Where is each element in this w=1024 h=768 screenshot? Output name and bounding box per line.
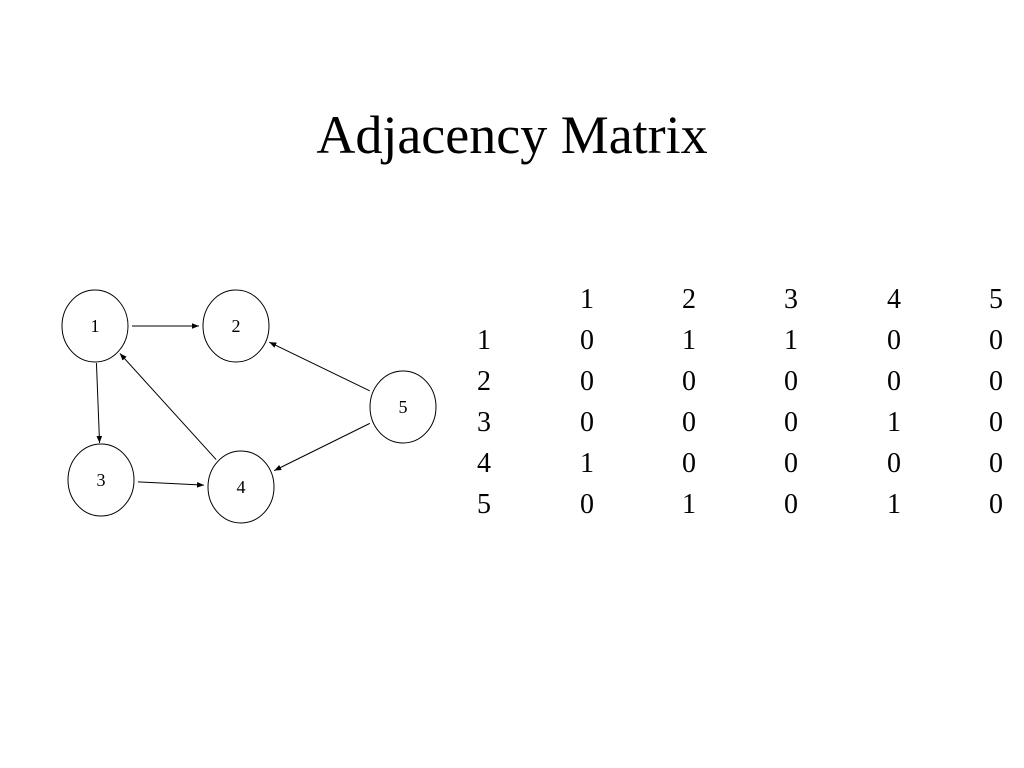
node-label: 2 (232, 316, 241, 336)
node-circle (67, 443, 135, 517)
node-label: 3 (97, 470, 106, 490)
node-label: 4 (237, 477, 246, 497)
slide-title: Adjacency Matrix (316, 105, 708, 165)
edge-4-to-1 (119, 353, 217, 460)
node-label: 1 (91, 316, 100, 336)
edge-5-to-2 (269, 341, 370, 392)
edge-1-to-3 (95, 362, 103, 444)
graph-node-3: 3 (67, 443, 135, 517)
node-circle (207, 450, 275, 524)
node-circle (61, 289, 129, 363)
graph-node-5: 5 (369, 370, 437, 444)
graph-nodes: 1 2 3 4 5 (61, 289, 437, 524)
node-label: 5 (399, 397, 408, 417)
graph-node-2: 2 (202, 289, 270, 363)
graph-node-1: 1 (61, 289, 129, 363)
edge-5-to-4 (273, 422, 371, 472)
node-circle (369, 370, 437, 444)
graph-node-4: 4 (207, 450, 275, 524)
edge-3-to-4 (137, 481, 205, 488)
node-circle (202, 289, 270, 363)
graph-edges (95, 323, 371, 488)
